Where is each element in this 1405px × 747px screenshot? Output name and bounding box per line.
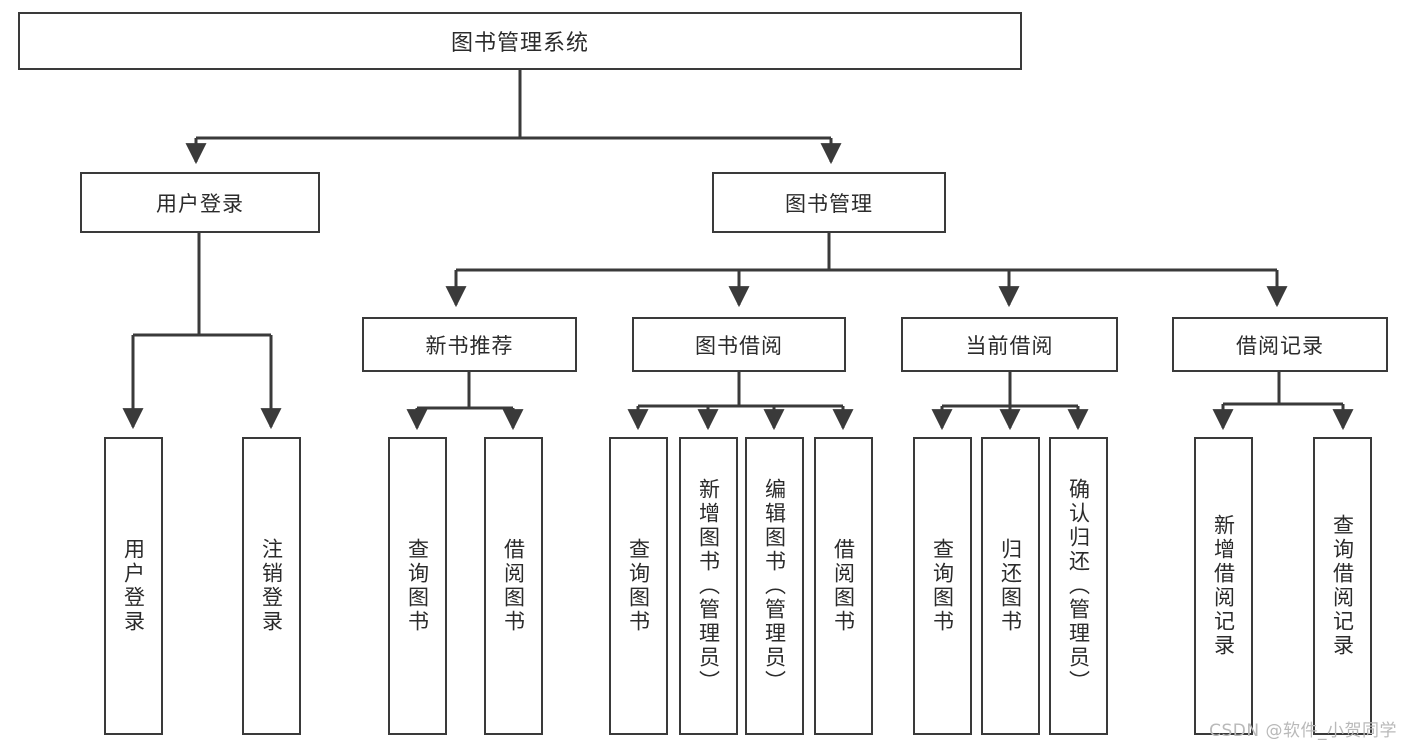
node-label: 新增借阅记录: [1211, 514, 1236, 658]
node-current-borrow[interactable]: 当前借阅: [901, 317, 1118, 372]
leaf-add-book-admin[interactable]: 新增图书（管理员）: [679, 437, 738, 735]
node-label: 当前借阅: [965, 333, 1054, 358]
node-book-borrow[interactable]: 图书借阅: [632, 317, 846, 372]
node-book-management[interactable]: 图书管理: [712, 172, 946, 233]
node-label: 图书管理系统: [450, 31, 589, 56]
node-label: 借阅记录: [1236, 333, 1324, 358]
node-root-system[interactable]: 图书管理系统: [18, 12, 1022, 70]
leaf-borrow-book-recommend[interactable]: 借阅图书: [484, 437, 543, 735]
leaf-add-borrow-record[interactable]: 新增借阅记录: [1194, 437, 1253, 735]
node-label: 查询图书: [930, 538, 955, 634]
leaf-logout[interactable]: 注销登录: [242, 437, 301, 735]
leaf-edit-book-admin[interactable]: 编辑图书（管理员）: [745, 437, 804, 735]
node-label: 图书管理: [785, 191, 873, 216]
leaf-query-book-recommend[interactable]: 查询图书: [388, 437, 447, 735]
node-label: 图书借阅: [695, 333, 783, 358]
leaf-user-login[interactable]: 用户登录: [104, 437, 163, 735]
leaf-query-book[interactable]: 查询图书: [609, 437, 668, 735]
node-label: 用户登录: [156, 191, 244, 216]
leaf-confirm-return-admin[interactable]: 确认归还（管理员）: [1049, 437, 1108, 735]
node-label: 借阅图书: [831, 538, 856, 634]
node-label: 用户登录: [121, 538, 146, 634]
node-label: 确认归还（管理员）: [1066, 478, 1091, 694]
leaf-return-book[interactable]: 归还图书: [981, 437, 1040, 735]
watermark: CSDN @软件_小贺同学: [1209, 721, 1397, 741]
node-label: 查询图书: [626, 538, 651, 634]
node-label: 归还图书: [998, 538, 1023, 634]
leaf-query-borrow-record[interactable]: 查询借阅记录: [1313, 437, 1372, 735]
leaf-borrow-book[interactable]: 借阅图书: [814, 437, 873, 735]
node-label: 新书推荐: [425, 333, 514, 358]
node-label: 编辑图书（管理员）: [762, 478, 787, 694]
node-label: 注销登录: [259, 538, 284, 634]
node-label: 查询借阅记录: [1330, 514, 1355, 658]
node-label: 借阅图书: [501, 538, 526, 634]
leaf-query-book-current[interactable]: 查询图书: [913, 437, 972, 735]
node-new-book-recommend[interactable]: 新书推荐: [362, 317, 577, 372]
node-label: 新增图书（管理员）: [696, 478, 721, 694]
node-user-login[interactable]: 用户登录: [80, 172, 320, 233]
node-label: 查询图书: [405, 538, 430, 634]
node-borrow-records[interactable]: 借阅记录: [1172, 317, 1388, 372]
